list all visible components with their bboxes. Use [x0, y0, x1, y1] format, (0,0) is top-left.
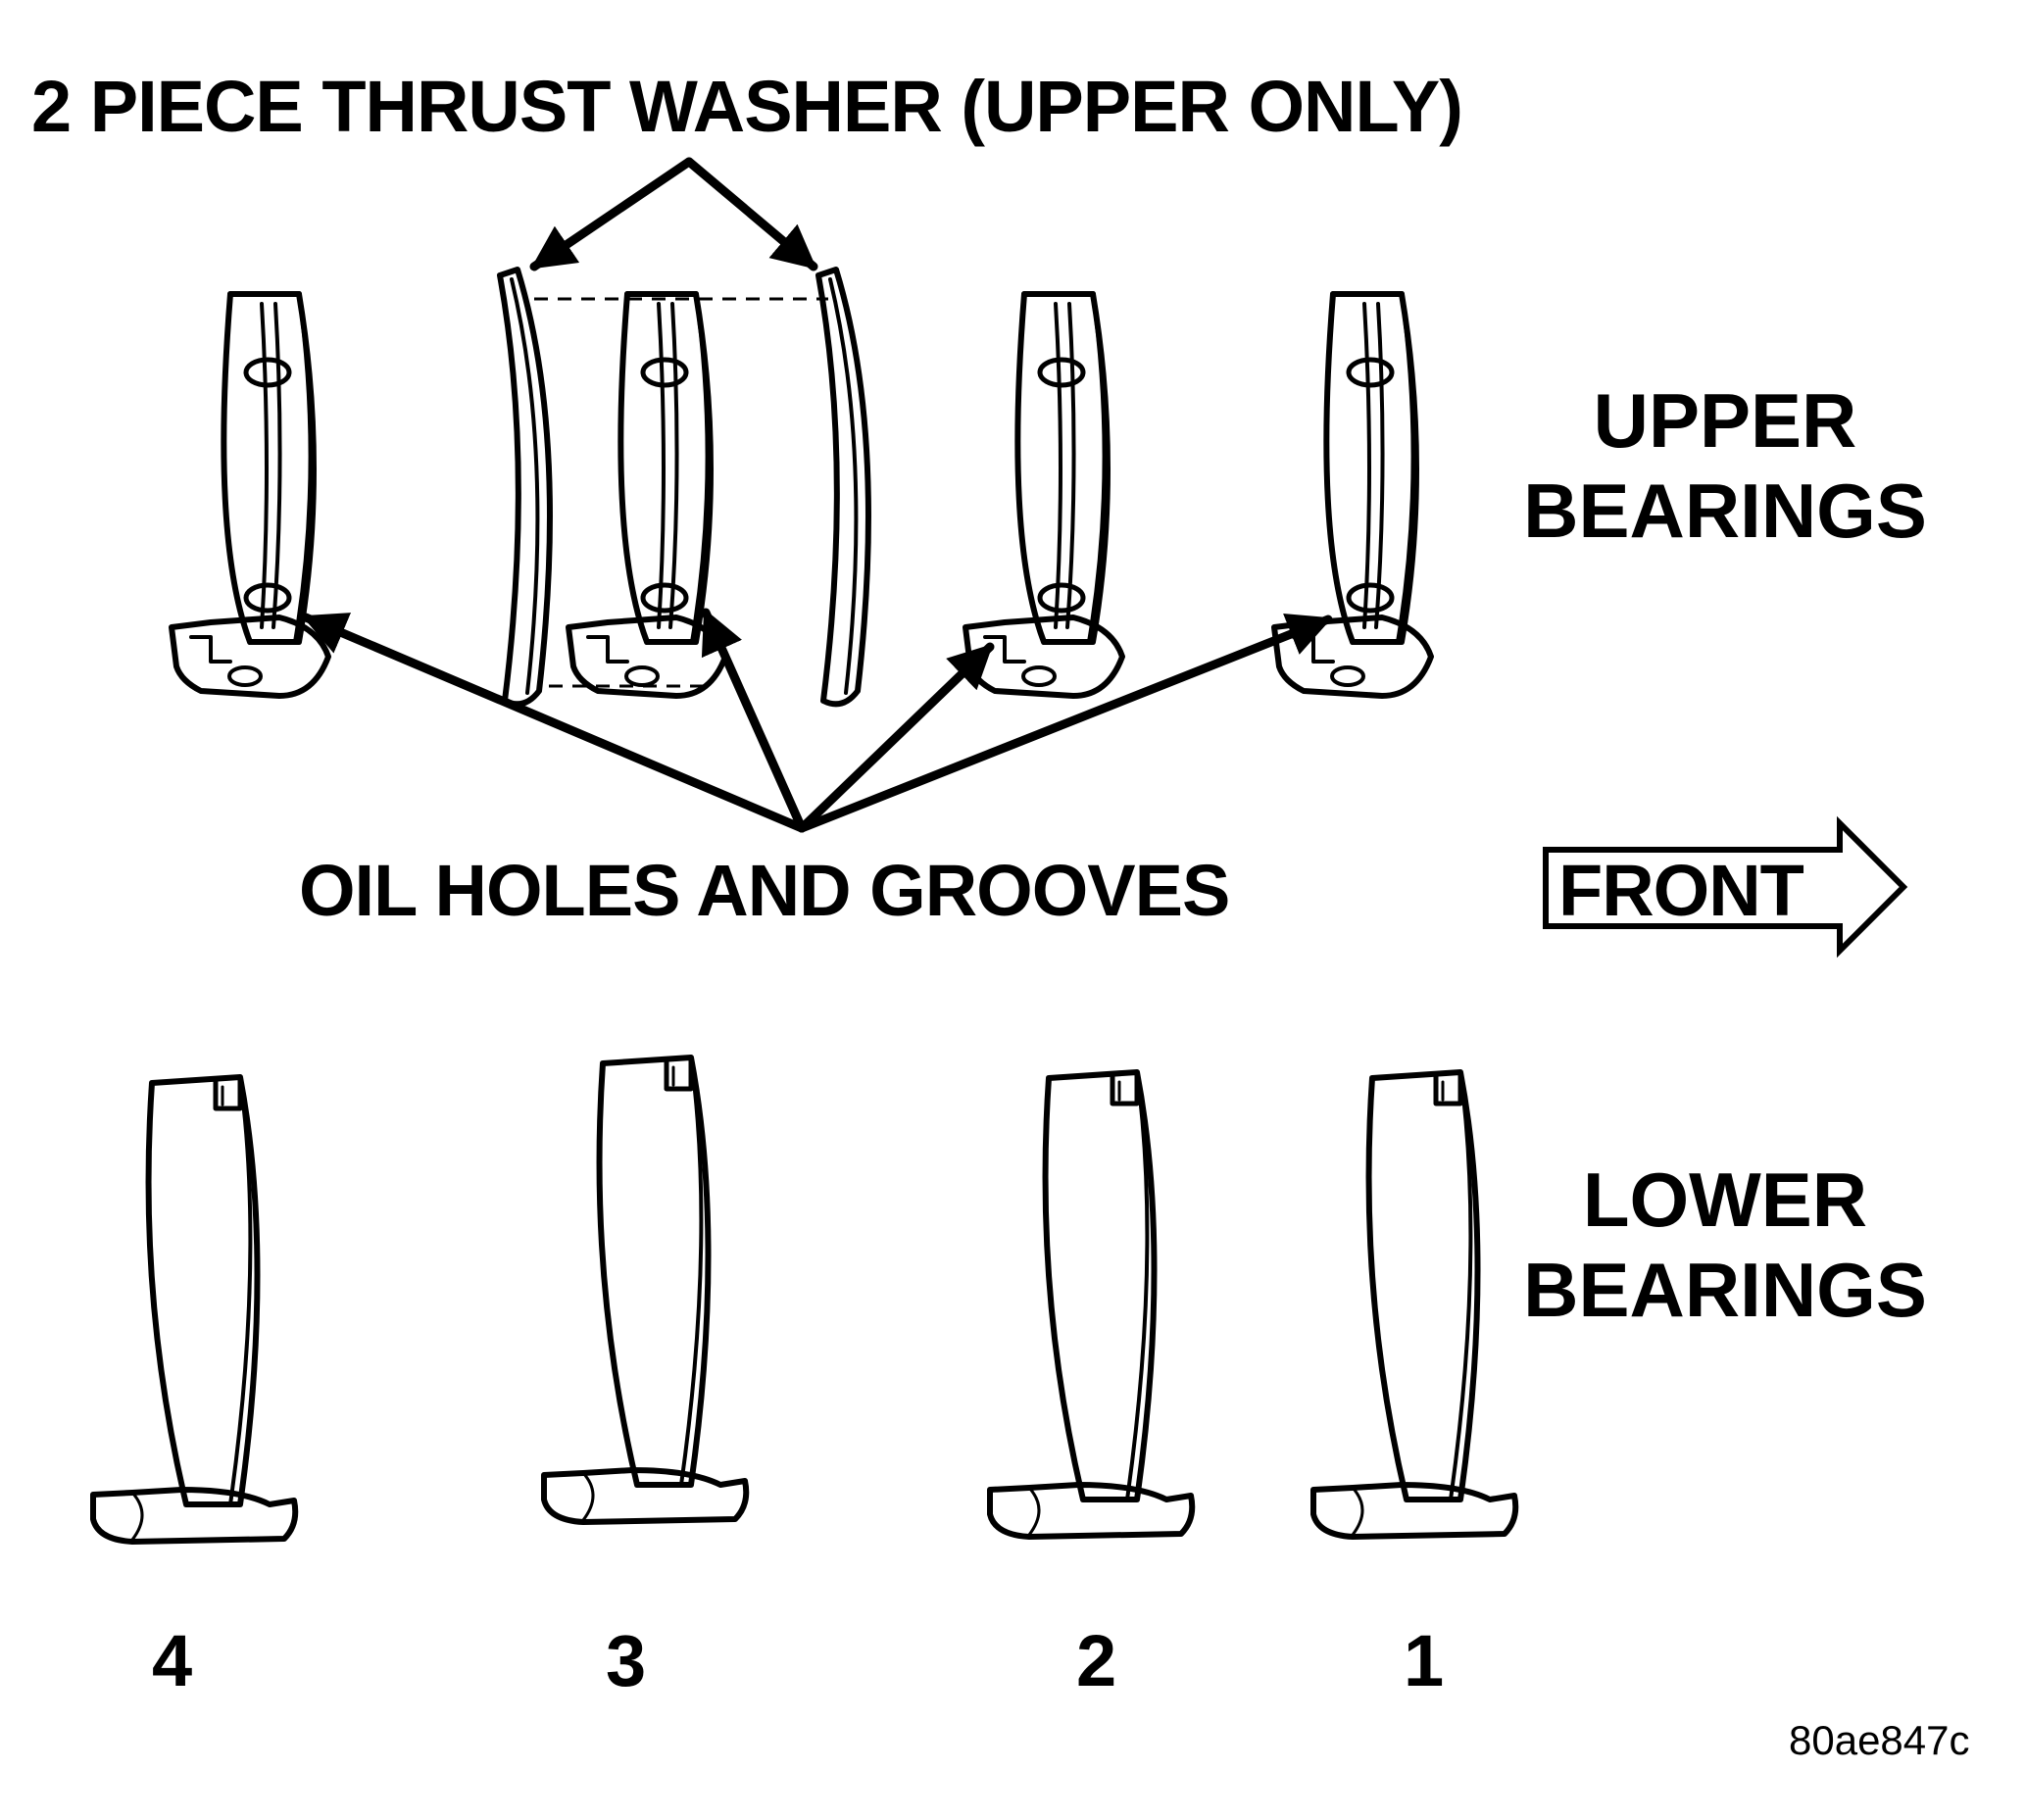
- thrust-washer-right: [818, 270, 868, 704]
- front-arrow-outline: [1543, 815, 1908, 959]
- oil-hole-arrows: [301, 608, 1333, 833]
- bearing-number-3: 3: [606, 1620, 647, 1701]
- upper-bearing-shell: [172, 294, 328, 696]
- washer-guide-line: [534, 297, 828, 688]
- lower-bearing-shell-3: [544, 1058, 746, 1522]
- bearing-number-1: 1: [1404, 1620, 1445, 1701]
- lower-bearing-shell-1: [1313, 1072, 1515, 1537]
- upper-bearing-shell: [568, 294, 725, 696]
- lower-bearing-shell-4: [93, 1077, 295, 1542]
- lower-bearing-shell-2: [990, 1072, 1192, 1537]
- bearing-number-4: 4: [152, 1620, 193, 1701]
- oil-holes-label: OIL HOLES AND GROOVES: [299, 850, 1230, 931]
- lower-bearings-label-line2: BEARINGS: [1523, 1247, 1927, 1333]
- thrust-washer-arrows: [529, 157, 818, 271]
- upper-bearings-label-line2: BEARINGS: [1523, 467, 1927, 554]
- upper-bearing-shell: [965, 294, 1122, 696]
- upper-bearings-label-line1: UPPER: [1593, 377, 1857, 464]
- lower-bearings-label-line1: LOWER: [1582, 1156, 1868, 1243]
- thrust-washer-label: 2 PIECE THRUST WASHER (UPPER ONLY): [31, 66, 1463, 147]
- reference-code: 80ae847c: [1789, 1717, 1970, 1763]
- bearing-number-2: 2: [1076, 1620, 1117, 1701]
- front-label: FRONT: [1558, 850, 1804, 931]
- thrust-washer-left: [500, 270, 550, 704]
